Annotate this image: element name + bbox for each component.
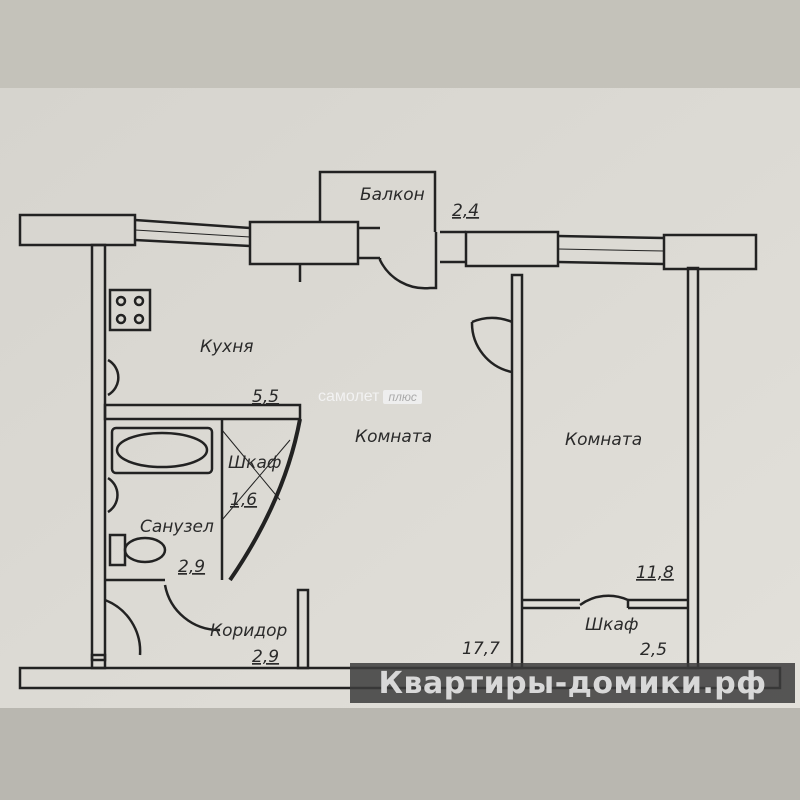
balcony-area: 2,4 <box>452 201 479 221</box>
room2-name: Комната <box>565 430 642 450</box>
photo-background-bottom <box>0 708 800 800</box>
kitchen-area: 5,5 <box>252 387 279 407</box>
wall-left <box>90 243 107 662</box>
corridor-area: 2,9 <box>252 647 279 667</box>
wall-kitchen-bath <box>103 403 302 421</box>
watermark-suffix: плюс <box>383 390 422 404</box>
bathroom-door <box>163 584 221 632</box>
bathtub-icon <box>110 426 214 475</box>
site-banner: Квартиры-домики.рф <box>350 663 795 703</box>
corridor-name: Коридор <box>210 621 287 641</box>
kitchen-name: Кухня <box>200 337 254 357</box>
balcony-outline <box>318 170 437 232</box>
room2-area: 11,8 <box>636 563 674 583</box>
wall-top-right <box>662 233 758 271</box>
stove-icon <box>108 288 152 332</box>
banner-text: Квартиры-домики.рф <box>378 665 767 701</box>
bathroom-name: Санузел <box>140 517 214 537</box>
balcony-door <box>378 232 438 290</box>
closet1-name: Шкаф <box>228 453 281 473</box>
photo-background-top <box>0 0 800 90</box>
bathroom-area: 2,9 <box>178 557 205 577</box>
wall-pier-1 <box>248 220 360 266</box>
closet-door <box>579 594 630 608</box>
wall-corridor <box>296 588 310 670</box>
closet2-name: Шкаф <box>585 615 638 635</box>
room-door <box>470 316 513 374</box>
room1-name: Комната <box>355 427 432 447</box>
balcony-name: Балкон <box>360 185 425 205</box>
room1-area: 17,7 <box>462 639 500 659</box>
closet1-area: 1,6 <box>230 490 257 510</box>
washbasin-icon <box>107 476 119 514</box>
closet2-area: 2,5 <box>640 640 667 660</box>
watermark-brand: самолет <box>318 388 380 405</box>
room-labels: Балкон 2,4 Кухня 5,5 Комната 17,7 Комнат… <box>140 185 674 667</box>
sink-icon <box>107 358 120 397</box>
entrance-door <box>104 598 142 656</box>
watermark: самолет плюс <box>318 388 422 406</box>
